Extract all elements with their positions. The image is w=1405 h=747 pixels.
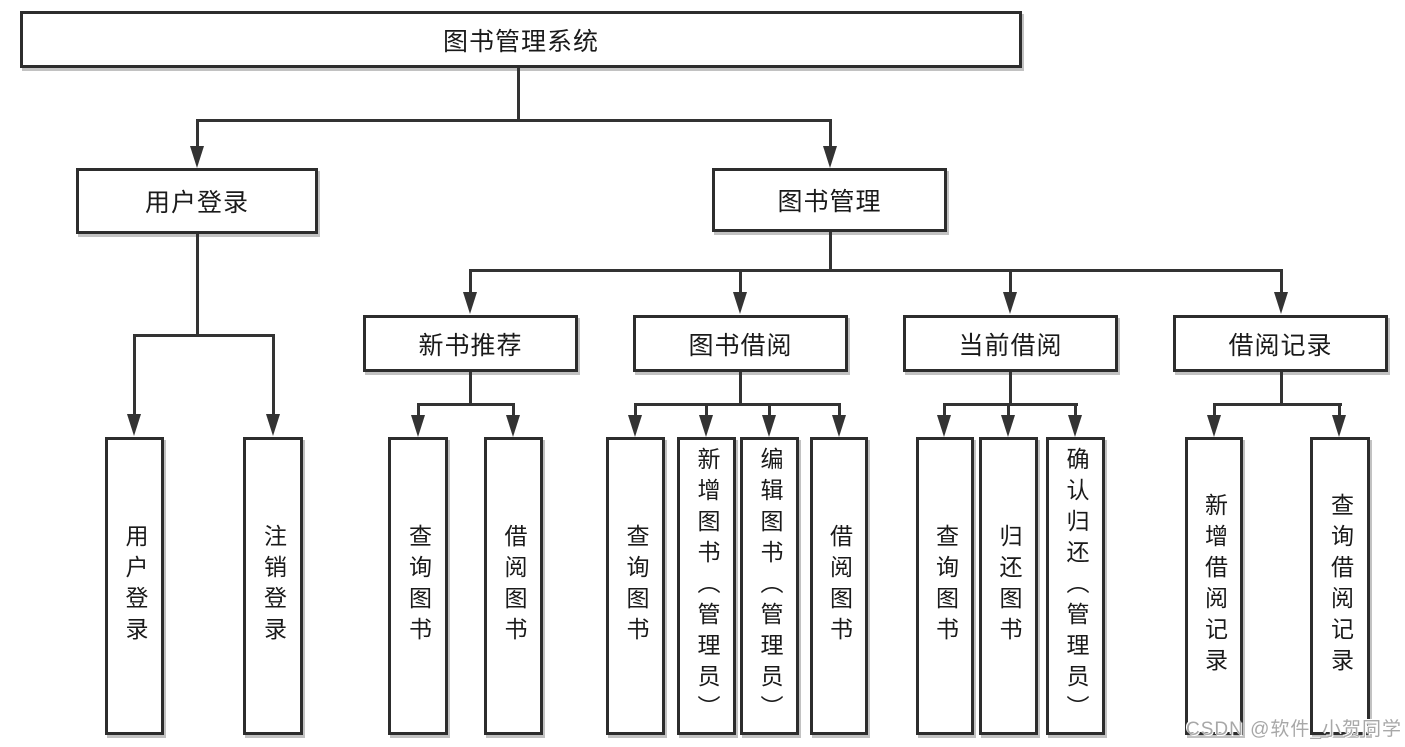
- leaf-label: 新增图书（管理员）: [694, 446, 720, 726]
- connector-stem: [417, 403, 420, 417]
- connector-stem: [272, 334, 275, 416]
- leaf-borrow-add-books-admin: 新增图书（管理员）: [677, 437, 736, 735]
- connector-management-span: [469, 269, 1283, 272]
- leaf-label: 借阅图书: [501, 524, 527, 648]
- leaf-label: 借阅图书: [826, 524, 853, 648]
- node-label: 当前借阅: [958, 331, 1063, 360]
- node-label: 新书推荐: [418, 331, 523, 360]
- node-label: 用户登录: [144, 189, 249, 217]
- connector-stem: [196, 119, 199, 149]
- connector-stem: [512, 403, 515, 417]
- leaf-records-query-record: 查询借阅记录: [1310, 437, 1370, 735]
- leaf-label: 注销登录: [260, 524, 287, 648]
- node-label: 借阅记录: [1228, 331, 1333, 360]
- leaf-label: 查询图书: [932, 524, 959, 648]
- connector-stem: [705, 403, 708, 417]
- arrowhead-down-icon: [127, 414, 141, 436]
- connector-recommend-drop: [469, 372, 472, 406]
- arrowhead-down-icon: [762, 415, 776, 437]
- connector-stem: [1338, 403, 1341, 417]
- connector-borrow-drop: [739, 372, 742, 406]
- csdn-watermark: CSDN @软件_小贺同学: [1186, 719, 1402, 740]
- connector-stem: [943, 403, 946, 417]
- connector-records-drop: [1280, 372, 1283, 406]
- arrowhead-down-icon: [190, 146, 204, 168]
- connector-root-drop: [517, 68, 520, 121]
- leaf-label: 用户登录: [122, 524, 148, 648]
- leaf-label: 归还图书: [996, 524, 1022, 648]
- leaf-label: 查询图书: [623, 524, 649, 648]
- connector-stem: [634, 403, 637, 417]
- connector-current-drop: [1009, 372, 1012, 406]
- node-label: 图书管理: [777, 188, 882, 216]
- connector-current-span: [943, 403, 1078, 406]
- leaf-borrow-borrow-books: 借阅图书: [810, 437, 868, 735]
- connector-management-drop: [829, 232, 832, 272]
- leaf-records-add-record: 新增借阅记录: [1185, 437, 1243, 735]
- node-book-borrow: 图书借阅: [633, 315, 848, 372]
- connector-stem: [1074, 403, 1077, 417]
- leaf-label: 新增借阅记录: [1201, 493, 1228, 679]
- node-label: 图书管理系统: [442, 27, 599, 56]
- arrowhead-down-icon: [411, 415, 425, 437]
- arrowhead-down-icon: [266, 414, 280, 436]
- leaf-user-login: 用户登录: [105, 437, 164, 735]
- arrowhead-down-icon: [463, 292, 477, 314]
- node-label: 图书借阅: [688, 331, 793, 360]
- arrowhead-down-icon: [628, 415, 642, 437]
- leaf-current-return-books: 归还图书: [979, 437, 1038, 735]
- arrowhead-down-icon: [506, 415, 520, 437]
- node-new-book-recommend: 新书推荐: [363, 315, 578, 372]
- leaf-label: 查询图书: [405, 524, 432, 648]
- connector-login-span: [133, 334, 275, 337]
- leaf-label: 编辑图书（管理员）: [757, 446, 783, 726]
- arrowhead-down-icon: [1068, 415, 1082, 437]
- connector-stem: [829, 119, 832, 149]
- connector-stem: [768, 403, 771, 417]
- connector-stem: [469, 269, 472, 294]
- node-user-login: 用户登录: [76, 168, 318, 234]
- leaf-borrow-edit-books-admin: 编辑图书（管理员）: [740, 437, 799, 735]
- node-root-system: 图书管理系统: [20, 11, 1022, 68]
- arrowhead-down-icon: [733, 292, 747, 314]
- leaf-current-query-books: 查询图书: [916, 437, 974, 735]
- node-borrow-records: 借阅记录: [1173, 315, 1388, 372]
- connector-login-drop: [196, 234, 199, 336]
- arrowhead-down-icon: [699, 415, 713, 437]
- connector-records-span: [1213, 403, 1342, 406]
- leaf-label: 确认归还（管理员）: [1063, 446, 1089, 726]
- arrowhead-down-icon: [1274, 292, 1288, 314]
- arrowhead-down-icon: [1001, 415, 1015, 437]
- connector-root-span: [196, 119, 832, 122]
- leaf-borrow-query-books: 查询图书: [606, 437, 665, 735]
- connector-stem: [739, 269, 742, 294]
- leaf-label: 查询借阅记录: [1327, 493, 1354, 679]
- leaf-recommend-query-books: 查询图书: [388, 437, 448, 735]
- connector-stem: [1213, 403, 1216, 417]
- node-book-management: 图书管理: [712, 168, 947, 232]
- arrowhead-down-icon: [823, 146, 837, 168]
- connector-recommend-span: [417, 403, 515, 406]
- connector-stem: [1007, 403, 1010, 417]
- node-current-borrow: 当前借阅: [903, 315, 1118, 372]
- arrowhead-down-icon: [1003, 292, 1017, 314]
- leaf-recommend-borrow-books: 借阅图书: [484, 437, 543, 735]
- arrowhead-down-icon: [1207, 415, 1221, 437]
- leaf-current-confirm-return-admin: 确认归还（管理员）: [1046, 437, 1105, 735]
- arrowhead-down-icon: [1332, 415, 1346, 437]
- arrowhead-down-icon: [937, 415, 951, 437]
- connector-borrow-span: [634, 403, 841, 406]
- connector-stem: [838, 403, 841, 417]
- connector-stem: [1280, 269, 1283, 294]
- leaf-logout: 注销登录: [243, 437, 303, 735]
- connector-stem: [133, 334, 136, 416]
- connector-stem: [1009, 269, 1012, 294]
- arrowhead-down-icon: [832, 415, 846, 437]
